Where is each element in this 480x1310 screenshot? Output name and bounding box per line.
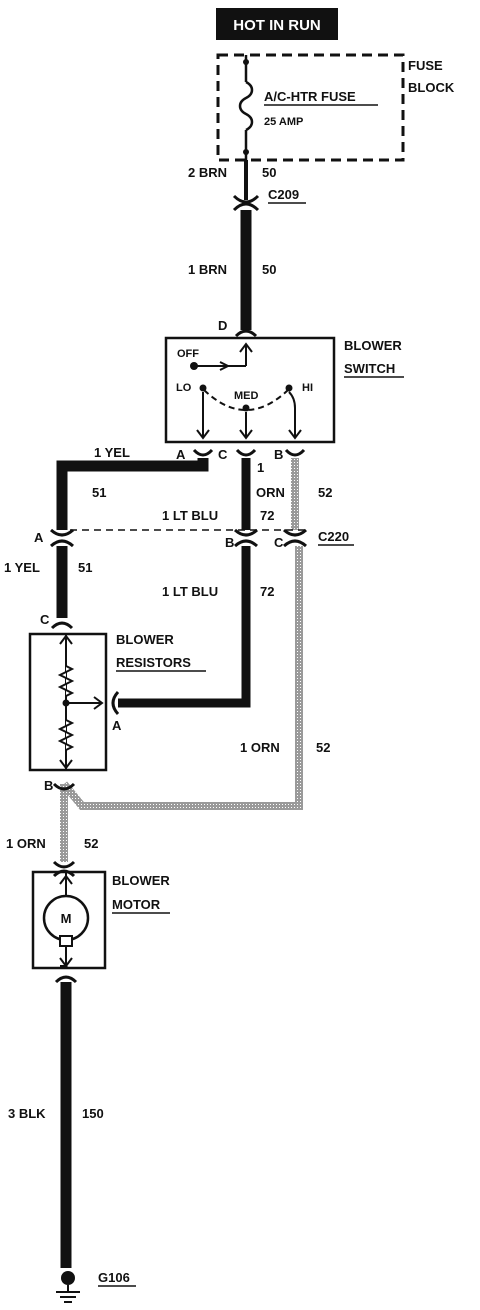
- blower-motor-label-2: MOTOR: [112, 897, 161, 912]
- switch-off-label: OFF: [177, 348, 199, 360]
- blower-switch-label-2: SWITCH: [344, 361, 395, 376]
- wire-brn-50: 2 BRN 50 C209 1 BRN 50 D: [188, 160, 306, 338]
- wire-orn-color: ORN: [256, 485, 285, 500]
- wire-label-1-brn: 1 BRN: [188, 262, 227, 277]
- fuse-rating: 25 AMP: [264, 116, 303, 128]
- wire-ltblu-72: 1 LT BLU 72 1 LT BLU 72 B A: [111, 458, 274, 733]
- switch-hi-label: HI: [302, 382, 313, 394]
- wire-label-yel-upper: 1 YEL: [94, 445, 130, 460]
- blower-resistors-label-1: BLOWER: [116, 632, 174, 647]
- wire-label-ltblu-upper: 1 LT BLU: [162, 508, 218, 523]
- blower-resistors: BLOWER RESISTORS: [28, 632, 206, 772]
- fuse-block: A/C-HTR FUSE 25 AMP FUSE BLOCK: [216, 53, 455, 162]
- blower-switch-label-1: BLOWER: [344, 338, 402, 353]
- hot-in-run-header: HOT IN RUN: [216, 8, 338, 40]
- connector-c220: C220: [70, 529, 354, 546]
- wire-circuit-72-upper: 72: [260, 508, 274, 523]
- resistor-pin-b: B: [44, 778, 53, 793]
- wire-orn-52: 1 ORN 52 C 1 ORN 52 1 ORN 52 B: [6, 458, 332, 878]
- wire-label-orn-mid: 1 ORN: [240, 740, 280, 755]
- blower-resistors-label-2: RESISTORS: [116, 655, 191, 670]
- c220-pin-c: C: [274, 535, 284, 550]
- switch-lo-label: LO: [176, 382, 192, 394]
- wire-label-3-blk: 3 BLK: [8, 1106, 46, 1121]
- blower-motor: M BLOWER MOTOR: [31, 870, 170, 970]
- wire-circuit-51-upper: 51: [92, 485, 106, 500]
- wire-orn-number: 1: [257, 460, 264, 475]
- fuse-block-label-1: FUSE: [408, 58, 443, 73]
- wire-circuit-72-lower: 72: [260, 584, 274, 599]
- blower-switch: OFF LO MED HI BLOWER SWITCH A C B: [164, 336, 404, 462]
- connector-c209: C209: [268, 187, 299, 202]
- header-title: HOT IN RUN: [233, 17, 321, 34]
- ground-g106: G106: [56, 1270, 136, 1303]
- c220-pin-b: B: [225, 535, 234, 550]
- c220-pin-a: A: [34, 530, 44, 545]
- wire-circuit-52-mid: 52: [316, 740, 330, 755]
- switch-pin-a: A: [176, 447, 186, 462]
- resistor-pin-c: C: [40, 612, 50, 627]
- wire-circuit-50-mid: 50: [262, 262, 276, 277]
- wire-label-ltblu-lower: 1 LT BLU: [162, 584, 218, 599]
- ground-label: G106: [98, 1270, 130, 1285]
- motor-symbol: M: [61, 911, 72, 926]
- switch-med-label: MED: [234, 390, 259, 402]
- resistor-pin-a: A: [112, 718, 122, 733]
- wire-blk-150: 3 BLK 150: [8, 975, 104, 1268]
- wire-circuit-52-motor: 52: [84, 836, 98, 851]
- fuse-name: A/C-HTR FUSE: [264, 89, 356, 104]
- switch-pin-c: C: [218, 447, 228, 462]
- wire-label-yel-lower: 1 YEL: [4, 560, 40, 575]
- wire-circuit-150: 150: [82, 1106, 104, 1121]
- switch-pin-d: D: [218, 318, 227, 333]
- connector-c220-label: C220: [318, 529, 349, 544]
- wire-circuit-50-top: 50: [262, 165, 276, 180]
- wire-yel-51: 1 YEL 51 1 YEL 51 A C: [4, 445, 209, 630]
- switch-pin-b: B: [274, 447, 283, 462]
- wire-label-orn-motor: 1 ORN: [6, 836, 46, 851]
- blower-motor-label-1: BLOWER: [112, 873, 170, 888]
- wire-circuit-52-switch: 52: [318, 485, 332, 500]
- fuse-block-label-2: BLOCK: [408, 80, 455, 95]
- wire-label-2-brn: 2 BRN: [188, 165, 227, 180]
- switch-output-connectors: [192, 448, 306, 457]
- wire-circuit-51-lower: 51: [78, 560, 92, 575]
